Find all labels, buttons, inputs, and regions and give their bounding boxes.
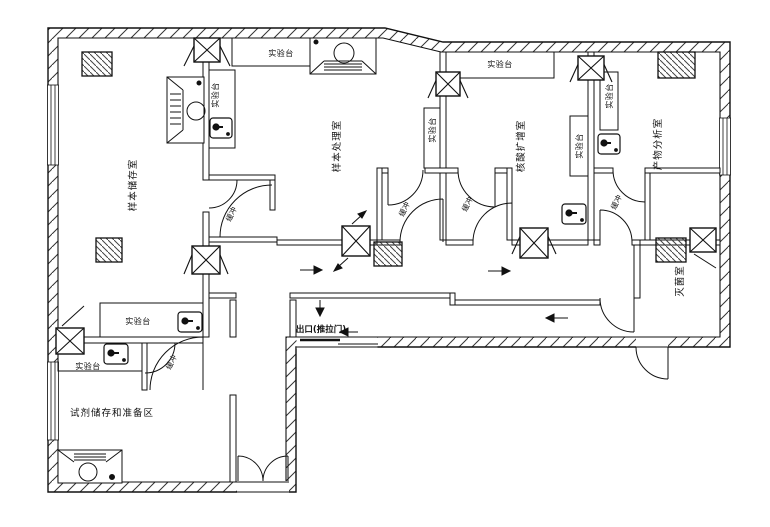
bench-label: 实验台 bbox=[487, 59, 513, 69]
bench-label: 实验台 bbox=[210, 82, 220, 108]
room-label-product-analysis: 产物分析室 bbox=[652, 118, 664, 171]
room-label-sterilization: 灭菌室 bbox=[674, 265, 686, 297]
room-label-sample-storage: 样本储存室 bbox=[127, 159, 139, 212]
double-exit-door bbox=[237, 455, 289, 493]
flow-arrow bbox=[300, 265, 568, 337]
bench-label: 实验台 bbox=[604, 83, 614, 109]
bench-label: 实验台 bbox=[268, 48, 294, 58]
bench-label: 实验台 bbox=[427, 117, 437, 143]
bench bbox=[57, 37, 619, 372]
flow-arrow bbox=[332, 210, 368, 272]
bench-label: 实验台 bbox=[125, 316, 151, 326]
room-label-reagent-prep: 试剂储存和准备区 bbox=[70, 407, 154, 419]
exit-label: 出口(推拉门) bbox=[296, 324, 346, 335]
sliding-door bbox=[296, 336, 378, 349]
sink-icon bbox=[103, 117, 621, 365]
room-label-sample-processing: 样本处理室 bbox=[331, 120, 343, 173]
door-arc bbox=[144, 169, 646, 391]
window bbox=[47, 84, 731, 441]
pass-box-icon bbox=[55, 37, 717, 355]
bench-label: 实验台 bbox=[75, 361, 101, 371]
bench-label: 实验台 bbox=[574, 133, 584, 159]
equipment-hatch-icon bbox=[81, 51, 696, 267]
fume-hood-icon bbox=[57, 37, 377, 484]
exterior-door bbox=[635, 336, 669, 380]
room-label-amplification: 核酸扩增室 bbox=[515, 120, 527, 173]
